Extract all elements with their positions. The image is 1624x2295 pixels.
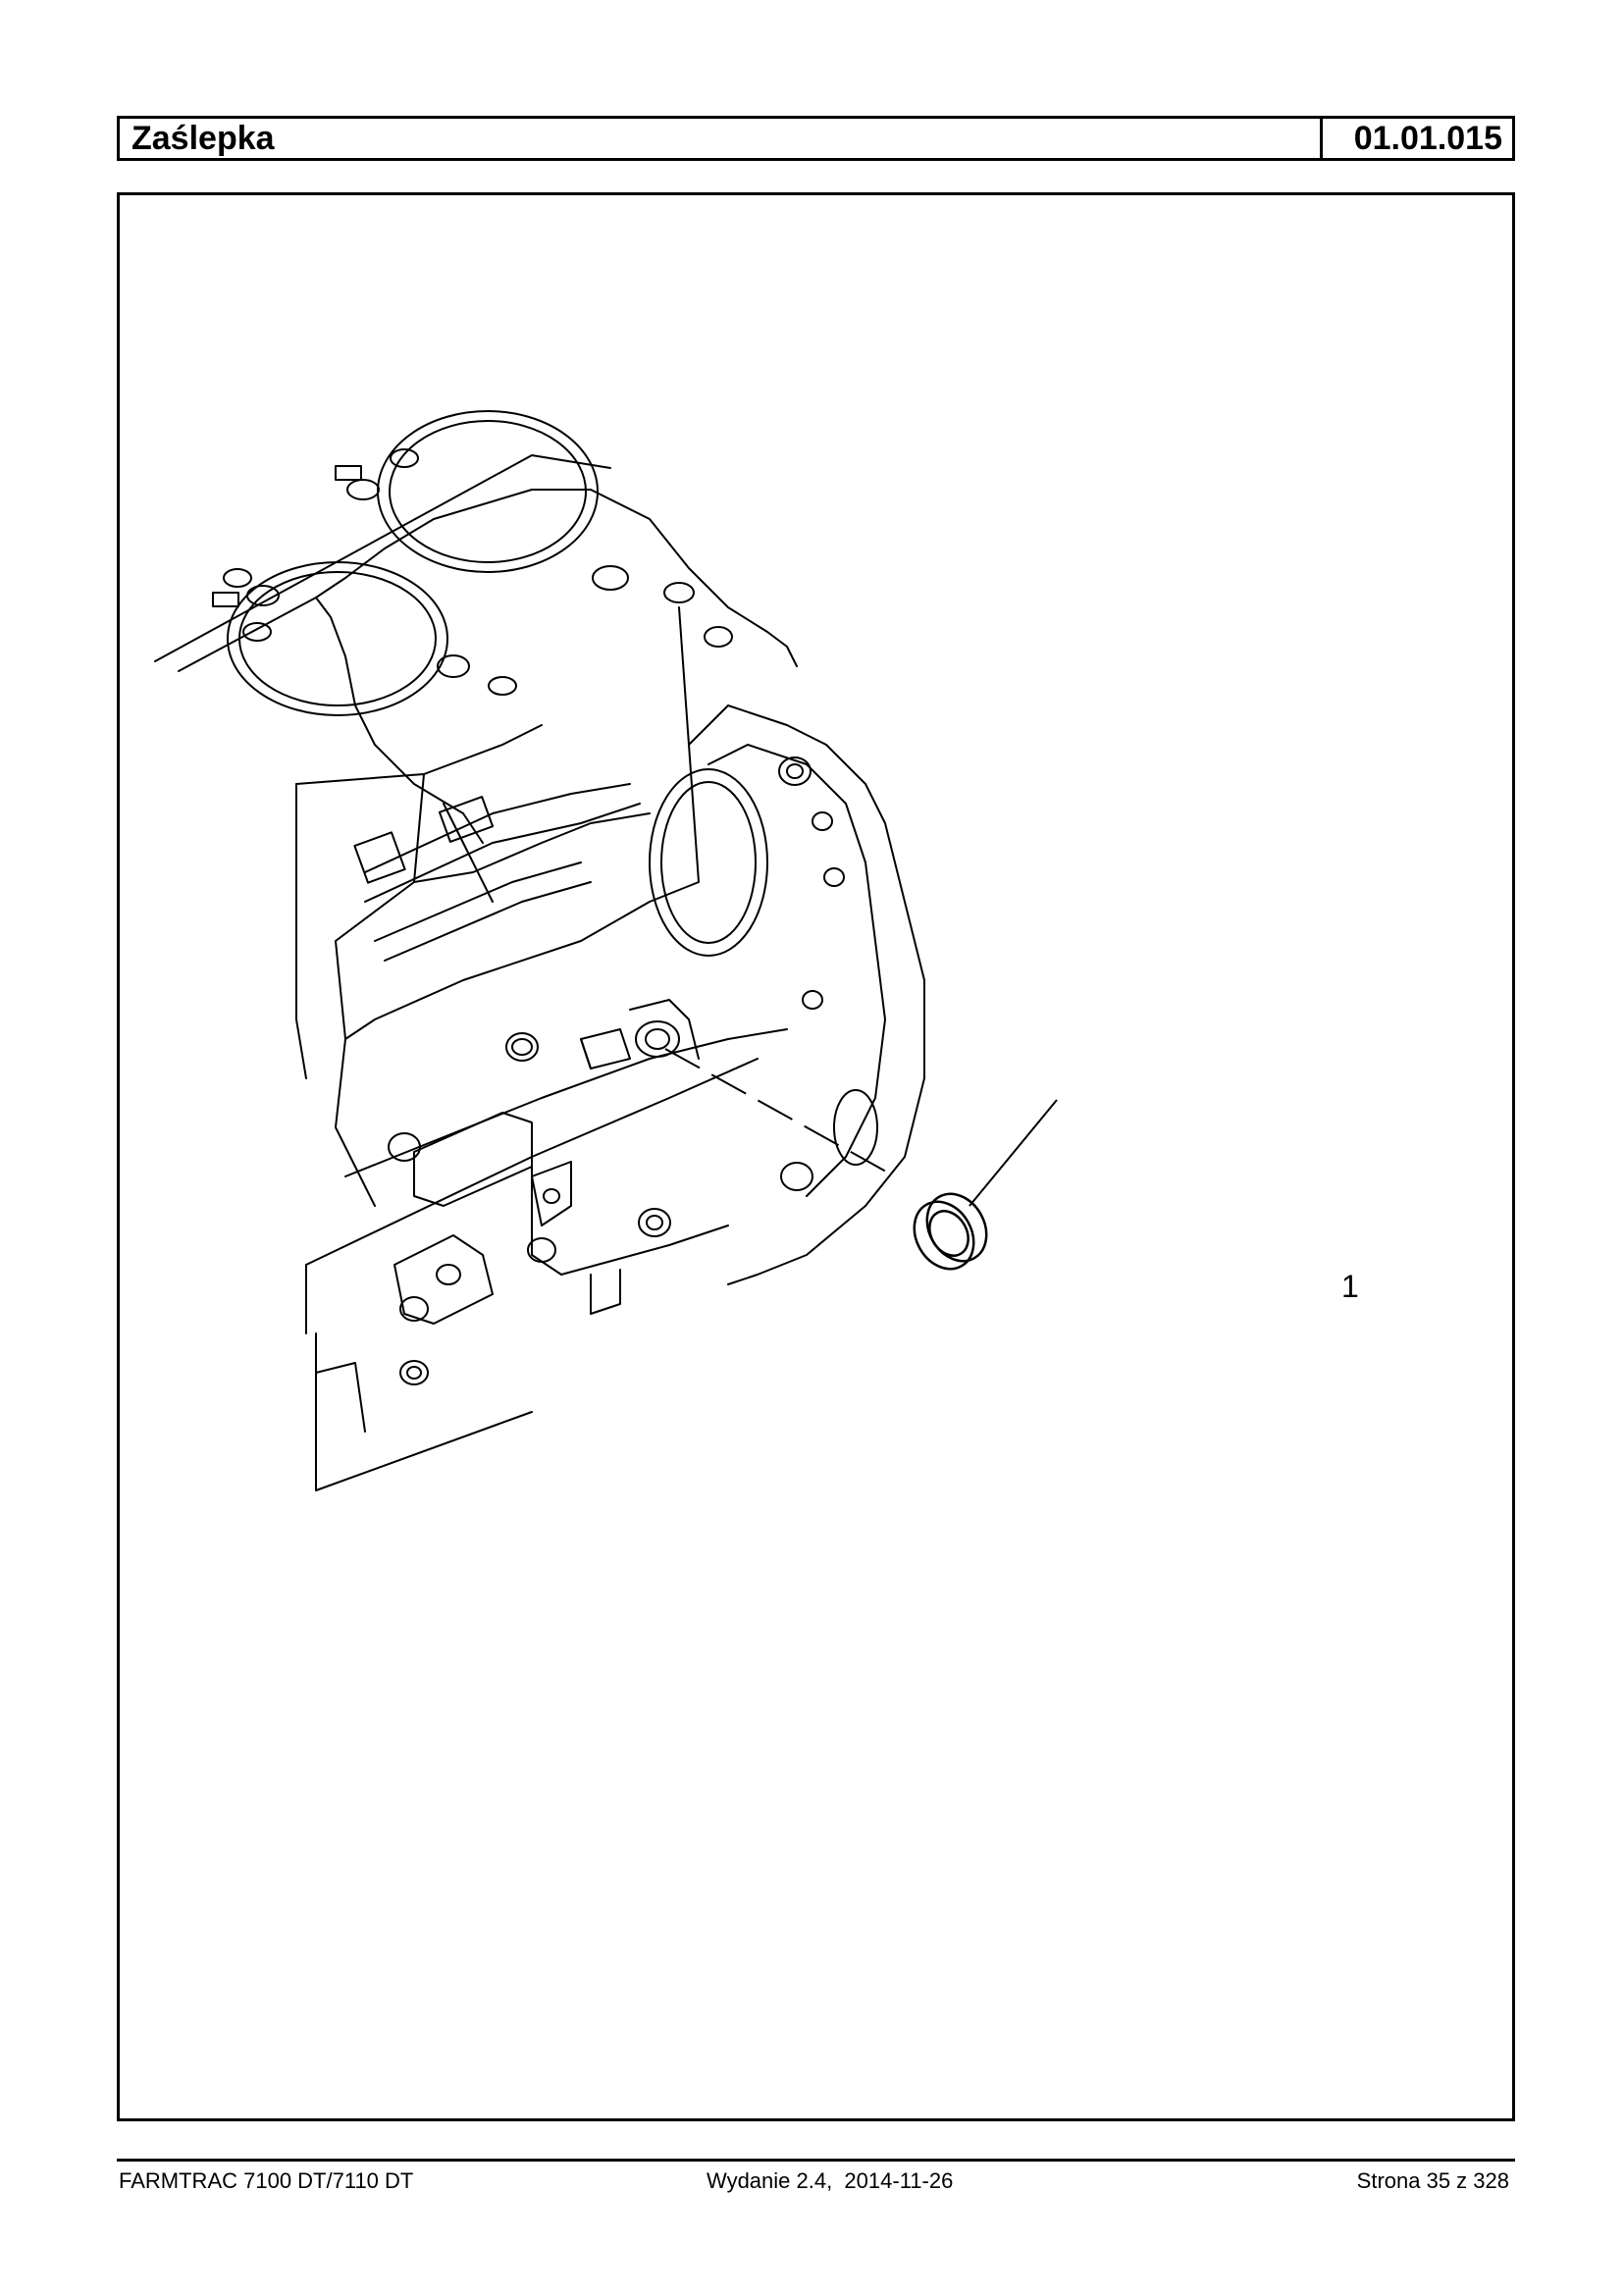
drawing-frame bbox=[117, 192, 1515, 2121]
section-code: 01.01.015 bbox=[1320, 119, 1512, 158]
callout-label: 1 bbox=[1341, 1269, 1359, 1304]
footer-model: FARMTRAC 7100 DT/7110 DT bbox=[119, 2168, 414, 2193]
footer-page: Strona 35 z 328 bbox=[1356, 2168, 1509, 2193]
footer-rule bbox=[117, 2159, 1515, 2162]
page-header: Zaślepka 01.01.015 bbox=[117, 116, 1515, 161]
engine-block-drawing bbox=[154, 410, 1058, 1491]
part-title: Zaślepka bbox=[131, 120, 275, 157]
footer-edition: Wydanie 2.4, 2014-11-26 bbox=[707, 2168, 954, 2193]
